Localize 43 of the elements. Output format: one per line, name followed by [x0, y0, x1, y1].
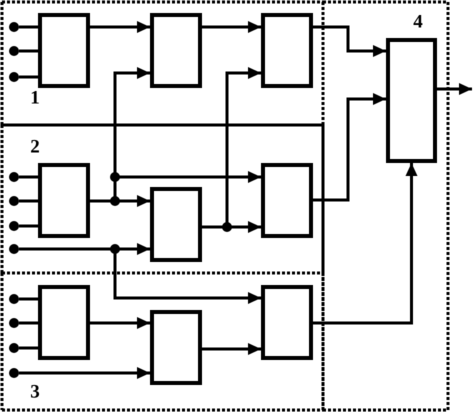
arrow	[19, 367, 150, 379]
block-box	[386, 38, 437, 163]
input-terminal	[9, 172, 19, 182]
connector-line	[19, 322, 38, 324]
arrow	[437, 83, 472, 95]
section-number: 2	[30, 138, 40, 156]
connector-line	[19, 26, 38, 28]
input-terminal	[9, 343, 19, 353]
input-terminal	[9, 368, 19, 378]
connector-line	[19, 346, 38, 350]
input-terminal	[9, 22, 19, 32]
block-box	[150, 13, 202, 88]
connector-line	[19, 224, 38, 228]
input-terminal	[9, 221, 19, 231]
arrow	[313, 26, 386, 57]
block-box	[261, 285, 313, 360]
arrow	[313, 93, 386, 202]
input-terminal	[9, 196, 19, 206]
input-terminal	[9, 294, 19, 304]
section-number: 3	[30, 382, 40, 402]
section-number: 4	[413, 12, 423, 32]
connector-line	[19, 176, 38, 178]
connector-line	[19, 76, 38, 78]
block-box	[38, 163, 90, 238]
arrow	[90, 317, 150, 329]
input-terminal	[9, 72, 19, 82]
input-terminal	[9, 244, 19, 254]
arrow	[90, 21, 150, 33]
connector-line	[19, 50, 38, 52]
input-terminal	[9, 46, 19, 56]
connector-line	[19, 200, 38, 202]
block-box	[261, 13, 313, 88]
section-number: 1	[30, 88, 40, 108]
arrow	[313, 163, 418, 324]
block-box	[38, 13, 90, 88]
block-box	[150, 187, 202, 262]
block-box	[38, 285, 90, 360]
arrow	[202, 21, 261, 33]
block-box	[150, 310, 202, 385]
connector-line	[19, 298, 38, 300]
input-terminal	[9, 318, 19, 328]
block-box	[261, 163, 313, 238]
arrow	[202, 343, 261, 355]
